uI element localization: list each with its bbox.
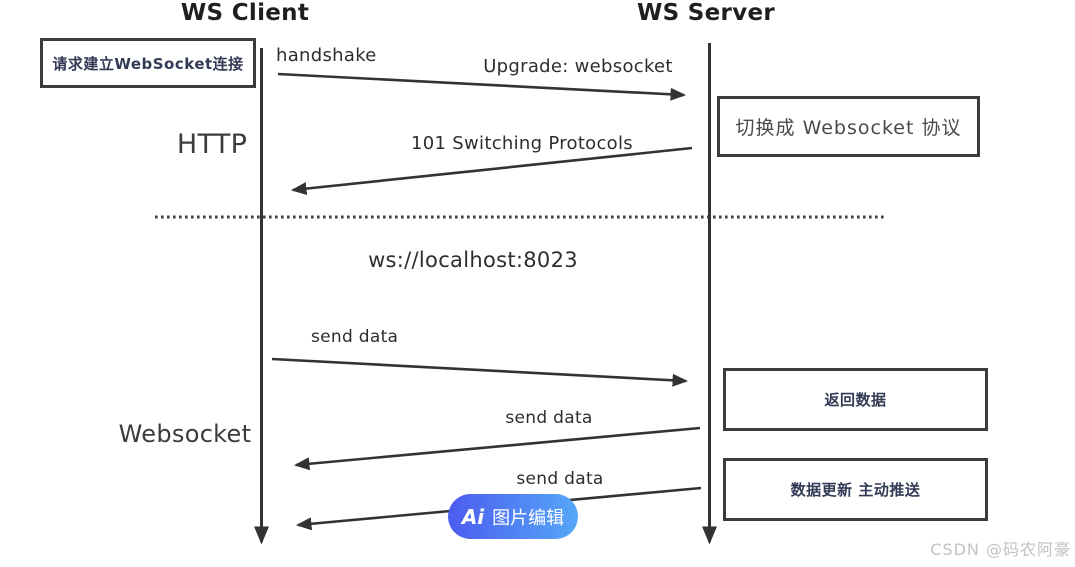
msg-handshake: handshake [276,45,377,66]
client-request-box: 请求建立WebSocket连接 [40,38,256,88]
client-title: WS Client [180,0,310,26]
client-request-box-label: 请求建立WebSocket连接 [52,54,244,73]
server-title: WS Server [636,0,776,26]
arrow-101-protocols [290,146,693,196]
msg-send-data-2: send data [505,408,593,428]
ai-icon: Ai [461,504,485,529]
server-return-box: 返回数据 [723,368,988,431]
server-return-box-label: 返回数据 [824,391,887,409]
phase-label-http: HTTP [176,129,248,160]
phase-label-websocket: Websocket [118,420,252,448]
msg-ws-url: ws://localhost:8023 [368,248,578,272]
msg-send-data-3: send data [516,469,604,489]
csdn-watermark: CSDN @码农阿豪 [930,540,1071,559]
msg-send-data-1: send data [311,327,399,347]
arrow-send-data-2 [293,426,701,471]
server-push-box-label: 数据更新 主动推送 [790,481,921,499]
server-push-box: 数据更新 主动推送 [723,458,988,521]
arrow-send-data-1 [271,357,689,387]
server-switch-box: 切换成 Websocket 协议 [717,96,980,157]
ai-image-edit-button[interactable]: Ai 图片编辑 [448,494,578,539]
server-switch-box-label: 切换成 Websocket 协议 [735,117,962,139]
ai-image-edit-label: 图片编辑 [492,507,565,529]
msg-101-switching-protocols: 101 Switching Protocols [411,133,633,154]
arrow-upgrade [277,72,687,101]
msg-upgrade-websocket: Upgrade: websocket [483,56,673,77]
